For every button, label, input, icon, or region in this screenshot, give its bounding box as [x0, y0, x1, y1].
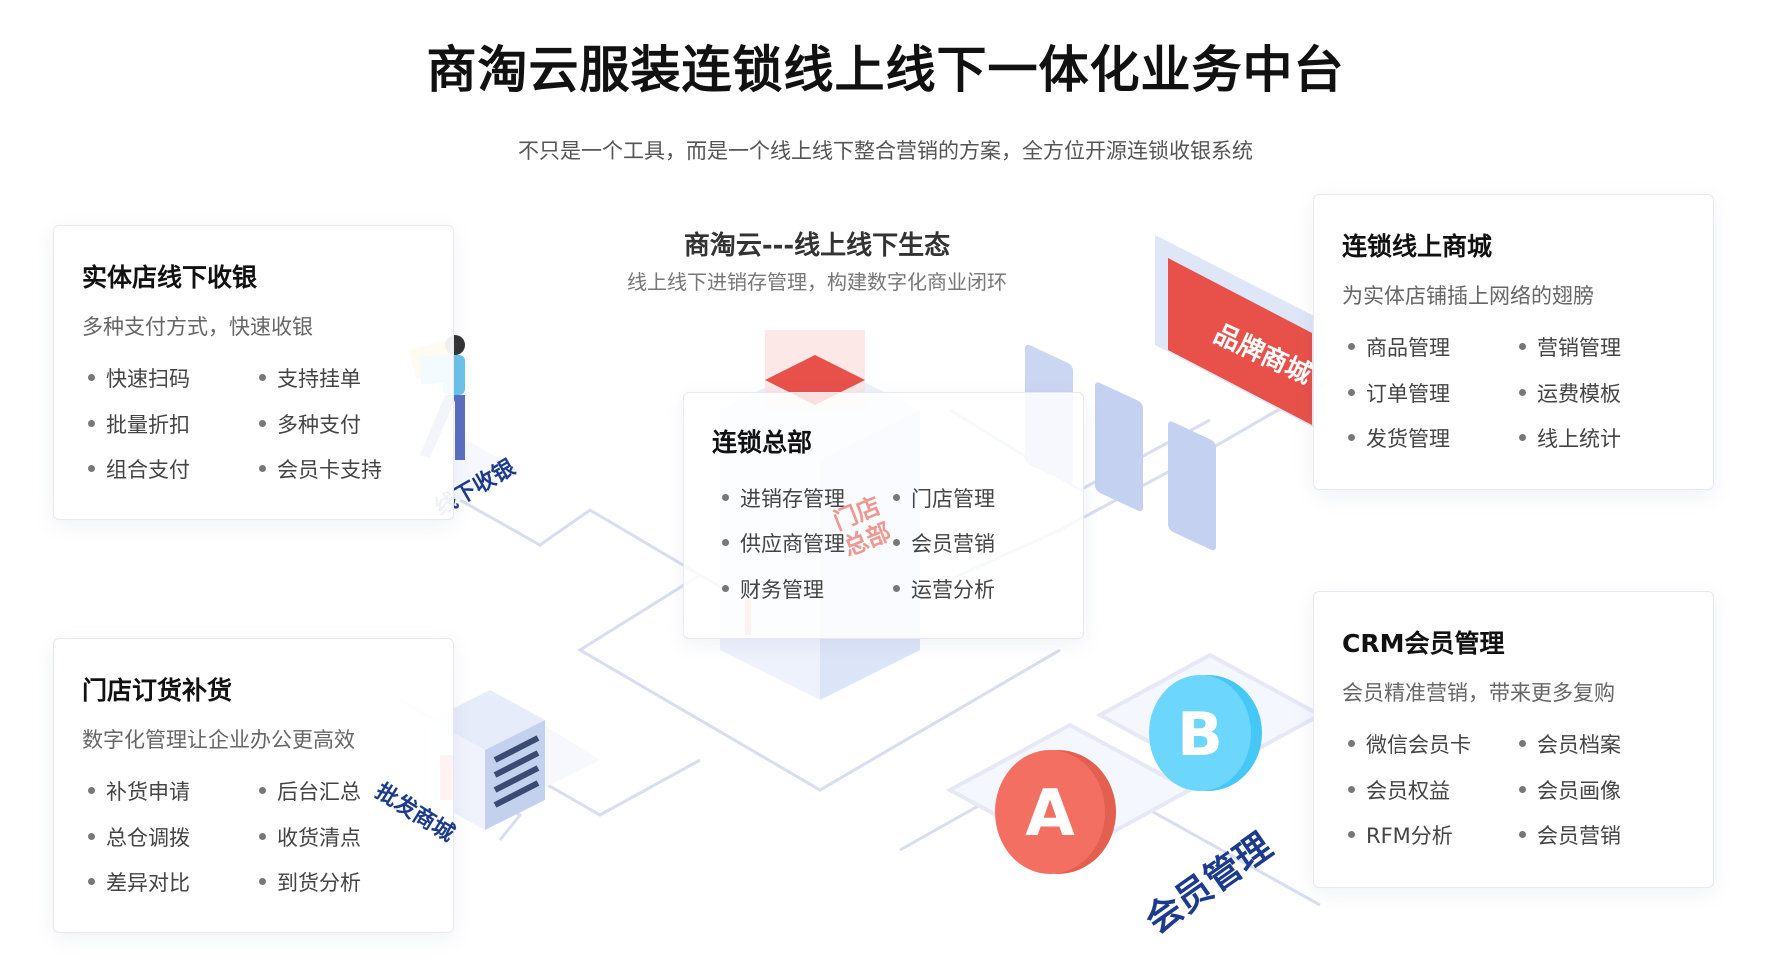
feature-item: 供应商管理: [722, 528, 845, 558]
card-desc: 为实体店铺插上网络的翅膀: [1342, 284, 1594, 308]
feature-item: 门店管理: [893, 483, 995, 513]
feature-item: 后台汇总: [259, 776, 361, 806]
feature-item: 营销管理: [1519, 332, 1621, 362]
feature-item: 会员权益: [1348, 775, 1450, 805]
feature-item: 财务管理: [722, 574, 824, 604]
svg-text:B: B: [1177, 700, 1223, 770]
page-title: 商淘云服装连锁线上线下一体化业务中台: [426, 41, 1345, 99]
card-title: 连锁总部: [712, 428, 813, 457]
card-title: 门店订货补货: [82, 676, 233, 705]
feature-item: 会员画像: [1519, 775, 1621, 805]
feature-item: 补货申请: [88, 776, 190, 806]
feature-item: RFM分析: [1348, 820, 1453, 850]
feature-item: 微信会员卡: [1348, 729, 1471, 759]
feature-item: 运费模板: [1519, 378, 1621, 408]
card-title: 连锁线上商城: [1342, 232, 1493, 261]
brand-monitor-icon: 品牌商城: [1155, 235, 1318, 430]
feature-item: 批量折扣: [88, 409, 190, 439]
feature-item: 运营分析: [893, 574, 995, 604]
card-crm: CRM会员管理 会员精准营销，带来更多复购 微信会员卡 会员档案 会员权益 会员…: [1313, 591, 1714, 888]
feature-item: 会员档案: [1519, 729, 1621, 759]
feature-item: 线上统计: [1519, 423, 1621, 453]
card-desc: 多种支付方式，快速收银: [82, 315, 313, 339]
coin-b-icon: B: [1149, 675, 1262, 791]
card-store-replenish: 门店订货补货 数字化管理让企业办公更高效 补货申请 后台汇总 总仓调拨 收货清点…: [53, 638, 454, 933]
feature-item: 支持挂单: [259, 363, 361, 393]
feature-item: 会员营销: [1519, 820, 1621, 850]
feature-item: 快速扫码: [88, 363, 190, 393]
feature-item: 差异对比: [88, 867, 190, 897]
card-online-mall: 连锁线上商城 为实体店铺插上网络的翅膀 商品管理 营销管理 订单管理 运费模板 …: [1313, 194, 1714, 490]
feature-item: 总仓调拨: [88, 822, 190, 852]
card-headquarters: 连锁总部 进销存管理 门店管理 供应商管理 会员营销 财务管理 运营分析: [683, 392, 1084, 639]
card-title: CRM会员管理: [1342, 629, 1505, 658]
svg-text:A: A: [1025, 777, 1075, 851]
feature-item: 订单管理: [1348, 378, 1450, 408]
feature-item: 进销存管理: [722, 483, 845, 513]
feature-item: 会员卡支持: [259, 454, 382, 484]
page-subtitle: 不只是一个工具，而是一个线上线下整合营销的方案，全方位开源连锁收银系统: [518, 139, 1253, 163]
ecosystem-title: 商淘云---线上线下生态: [683, 231, 951, 261]
card-desc: 数字化管理让企业办公更高效: [82, 728, 355, 752]
card-title: 实体店线下收银: [82, 263, 258, 292]
card-offline-pos: 实体店线下收银 多种支付方式，快速收银 快速扫码 支持挂单 批量折扣 多种支付 …: [53, 225, 454, 520]
ecosystem-subtitle: 线上线下进销存管理，构建数字化商业闭环: [627, 270, 1007, 294]
feature-item: 会员营销: [893, 528, 995, 558]
card-desc: 会员精准营销，带来更多复购: [1342, 681, 1615, 705]
coin-a-icon: A: [995, 750, 1116, 874]
feature-item: 组合支付: [88, 454, 190, 484]
feature-item: 多种支付: [259, 409, 361, 439]
feature-item: 商品管理: [1348, 332, 1450, 362]
feature-item: 收货清点: [259, 822, 361, 852]
feature-item: 到货分析: [259, 867, 361, 897]
feature-item: 发货管理: [1348, 423, 1450, 453]
